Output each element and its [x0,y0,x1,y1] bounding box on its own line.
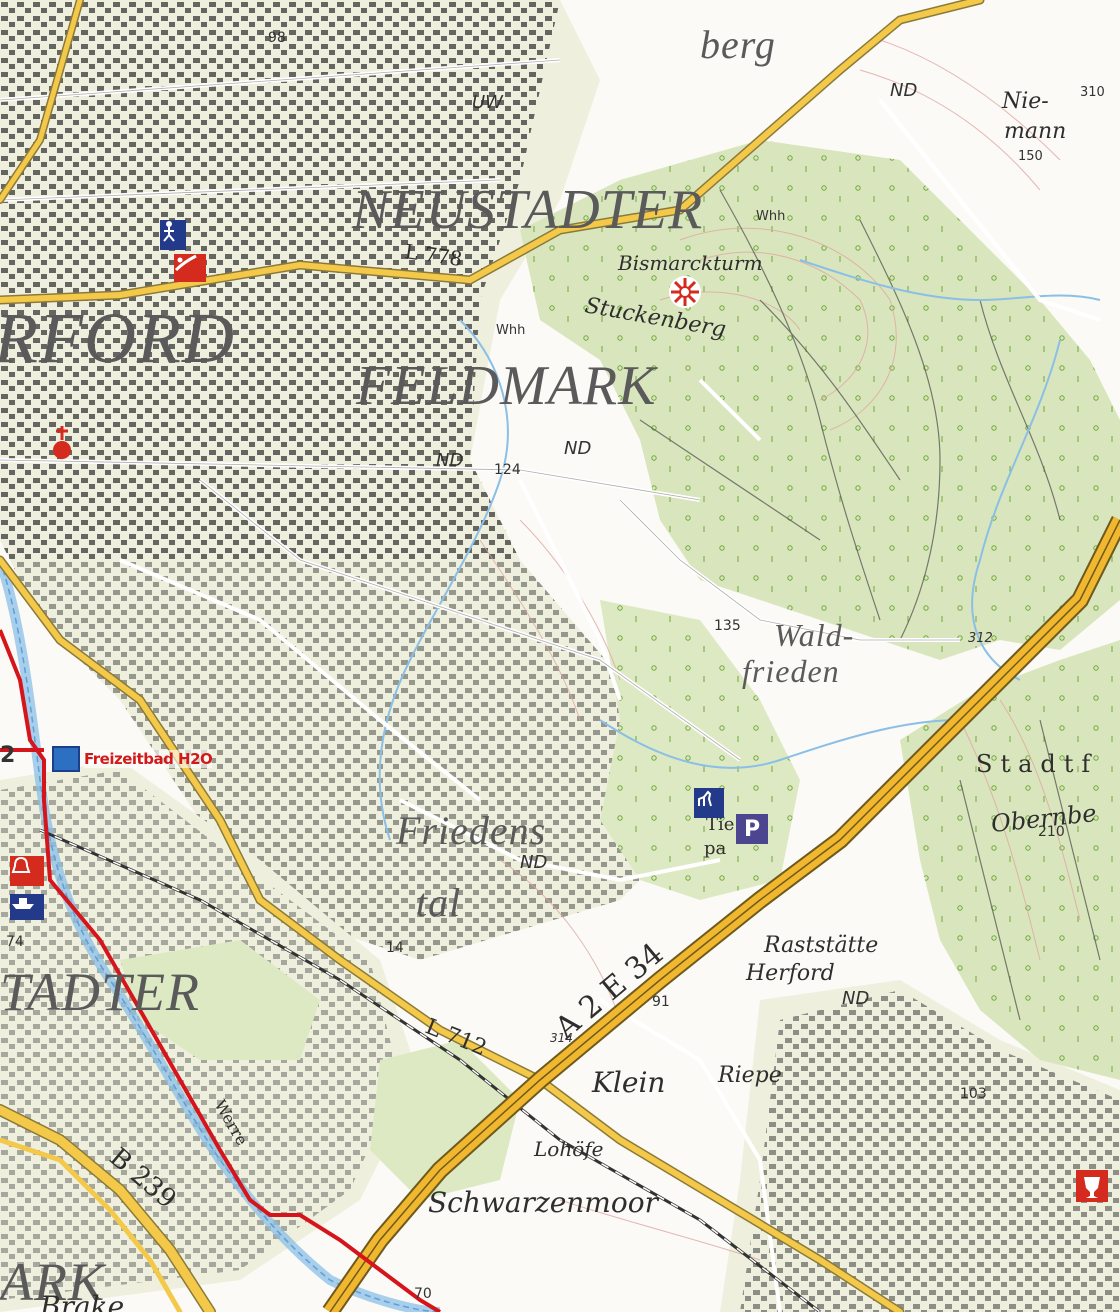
elevation-14: 14 [386,940,404,956]
label-niemann-2: mann [1004,119,1066,144]
elevation-210: 210 [1038,824,1065,840]
label-uw: UW [472,92,504,113]
label-niemann-1: Nie- [1001,89,1049,114]
elevation-98: 98 [268,30,286,46]
label-friedenstal-2: tal [416,880,461,925]
elevation-124: 124 [494,462,521,478]
main-roads [0,0,985,1312]
forest-west [120,940,320,1060]
label-neustadter: NEUSTADTER [351,179,703,241]
elevation-103: 103 [960,1086,987,1102]
label-herford: RFORD [0,298,235,378]
route-marker: 2 [0,743,15,768]
label-nd-1: ND [890,80,917,101]
label-waldfrieden-1: Wald- [774,617,854,653]
label-brake: Brake [39,1290,124,1312]
ship-icon[interactable] [10,894,44,920]
bell-icon[interactable] [10,856,44,886]
elevation-314: 314 [550,1031,573,1045]
label-neustadter-lower: TADTER [0,962,200,1022]
elevation-150: 150 [1018,149,1043,164]
label-whh-1: Whh [756,209,785,224]
elevation-312: 312 [968,631,993,646]
freizeitbad-label: Freizeitbad H2O [84,750,213,768]
elevation-310: 310 [1080,85,1105,100]
hiking-route [0,629,442,1312]
label-nd-5: ND [842,988,869,1009]
parking-icon[interactable]: P [736,814,768,844]
forest-klein [370,1040,520,1200]
elevation-labels: 98 310 150 124 135 312 210 74 14 91 314 … [6,30,1105,1302]
label-riepe: Riepe [717,1063,782,1088]
label-bismarckturm: Bismarckturm [617,251,763,275]
swimming-pool-icon [52,746,80,772]
label-klein: Klein [591,1066,665,1099]
label-feldmark-lower: ARK [0,1252,107,1312]
elevation-70: 70 [414,1286,432,1302]
label-lohoefe: Lohöfe [533,1137,603,1161]
trophy-icon [1076,1170,1108,1202]
freizeitbad-poi[interactable]: Freizeitbad H2O [52,746,213,772]
label-stadtforst: Stadtf [976,750,1098,778]
hiking-icon[interactable] [160,220,186,250]
elevation-91: 91 [652,994,670,1010]
label-berg: berg [700,22,776,67]
label-nd-3: ND [564,438,591,459]
label-schwarzenmoor: Schwarzenmoor [428,1186,660,1219]
elevation-74: 74 [6,934,24,950]
label-whh-2: Whh [496,323,525,338]
label-tierpark-2: pa [704,838,727,859]
label-nd-4: ND [520,852,547,873]
church-icon [53,426,71,459]
label-feldmark: FELDMARK [355,355,658,417]
tower-icon [669,276,701,308]
motorway-a2 [322,515,1120,1312]
label-friedenstal-1: Friedens [395,808,546,853]
elevation-135: 135 [714,618,741,634]
zoo-icon[interactable] [694,788,724,818]
streams [378,259,1101,841]
label-waldfrieden-2: frieden [742,653,840,689]
label-raststaette-2: Herford [745,961,835,986]
label-tierpark-1: Tie [706,814,734,835]
label-nd-2: ND [436,450,463,471]
no-swimming-icon[interactable] [174,254,206,282]
label-raststaette-1: Raststätte [763,933,878,958]
